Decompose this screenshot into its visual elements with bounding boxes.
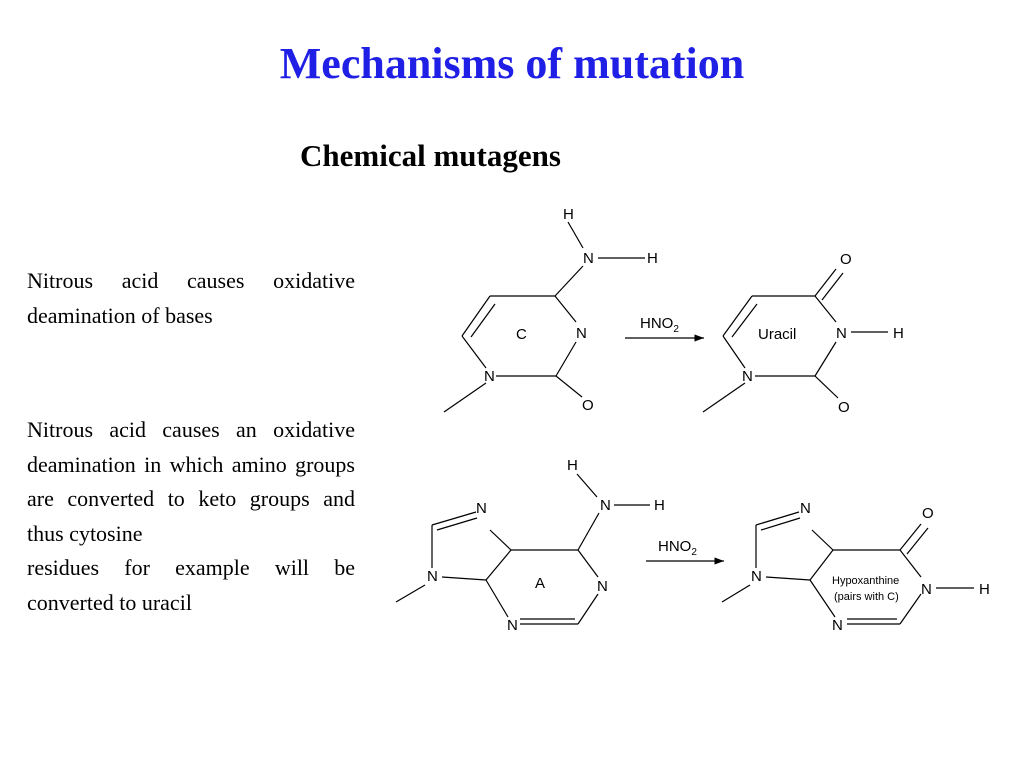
reaction1-reagent: HNO2 — [640, 315, 679, 335]
uracil-ring-n1: N — [742, 368, 753, 385]
adenine-ring-n3: N — [507, 617, 518, 634]
paragraph-deamination-detail: Nitrous acid causes an oxidative deamina… — [27, 413, 355, 620]
adenine-structure: H N H N N N N A — [395, 457, 665, 634]
cytosine-structure: H N H N N O C — [443, 206, 658, 414]
adenine-amine-h-top: H — [567, 457, 578, 474]
adenine-imidazole-n9: N — [427, 568, 438, 585]
cytosine-label: C — [516, 326, 527, 343]
uracil-n3-h: H — [893, 325, 904, 342]
paragraph-deamination-summary: Nitrous acid causes oxidative deaminatio… — [27, 268, 355, 328]
adenine-label: A — [535, 575, 545, 592]
uracil-structure: O N H N O Uracil — [702, 251, 904, 416]
reaction2-arrow: HNO2 — [646, 538, 724, 565]
adenine-ring-n1: N — [597, 578, 608, 595]
adenine-amine-h-right: H — [654, 497, 665, 514]
uracil-c2-o: O — [838, 399, 850, 416]
cytosine-ring-n1: N — [484, 368, 495, 385]
hypoxanthine-label: Hypoxanthine — [832, 575, 899, 587]
cytosine-carbonyl-o: O — [582, 397, 594, 414]
cytosine-amine-n: N — [583, 250, 594, 267]
cytosine-amine-h-right: H — [647, 250, 658, 267]
uracil-ring-n3: N — [836, 325, 847, 342]
slide-subtitle: Chemical mutagens — [300, 138, 561, 173]
hypoxanthine-ring-n3: N — [832, 617, 843, 634]
hypoxanthine-ring-n1: N — [921, 581, 932, 598]
hypoxanthine-structure: O N N H N N Hypoxanthine (pairs with C) — [721, 500, 990, 634]
uracil-c4-o: O — [840, 251, 852, 268]
hypoxanthine-imidazole-n7: N — [800, 500, 811, 517]
adenine-imidazole-n7: N — [476, 500, 487, 517]
paragraph-detail-line1: Nitrous acid causes an oxidative deamina… — [27, 417, 355, 546]
hypoxanthine-c6-o: O — [922, 505, 934, 522]
hypoxanthine-pairing-note: (pairs with C) — [834, 591, 899, 603]
paragraph-detail-line2: residues for example will be converted t… — [27, 555, 355, 615]
reaction2-reagent: HNO2 — [658, 538, 697, 558]
cytosine-amine-h-top: H — [563, 206, 574, 223]
reaction1-arrow: HNO2 — [625, 315, 704, 342]
slide-title: Mechanisms of mutation — [279, 39, 745, 88]
hypoxanthine-n1-h: H — [979, 581, 990, 598]
uracil-label: Uracil — [758, 326, 796, 343]
hypoxanthine-imidazole-n9: N — [751, 568, 762, 585]
adenine-amine-n: N — [600, 497, 611, 514]
cytosine-ring-n3: N — [576, 325, 587, 342]
